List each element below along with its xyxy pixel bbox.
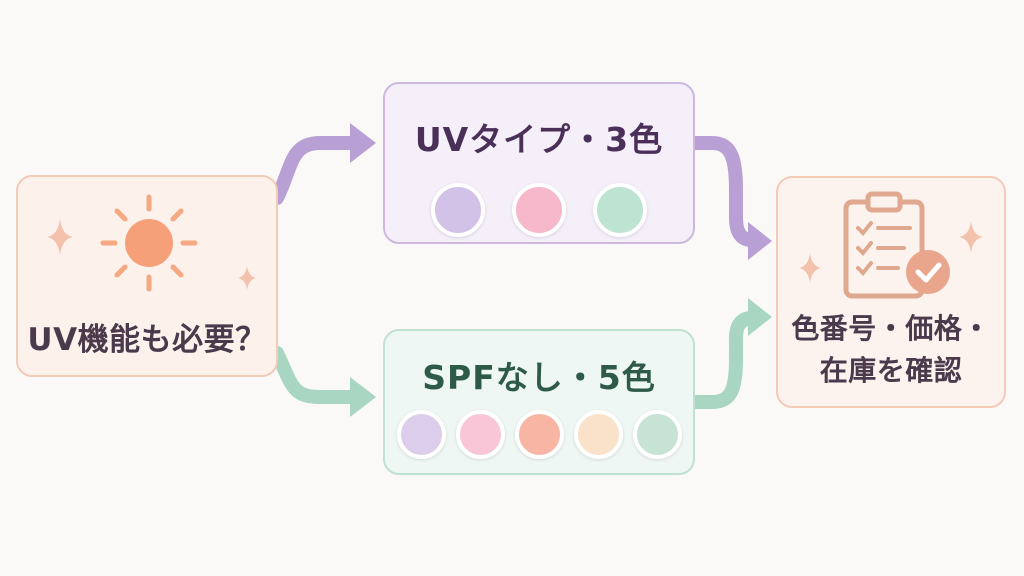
uv-type-title: UVタイプ・3色 bbox=[414, 120, 664, 159]
arrow-start-to-uv bbox=[270, 136, 357, 205]
clipboard-check-icon bbox=[843, 191, 950, 299]
arrow-start-to-spf-head bbox=[350, 377, 376, 417]
spf-color-swatches bbox=[396, 410, 682, 459]
color-swatch bbox=[396, 410, 446, 459]
no-spf-node: SPFなし・5色 bbox=[383, 329, 695, 475]
arrow-uv-to-result bbox=[687, 136, 759, 247]
result-label: 色番号・価格・ 在庫を確認 bbox=[778, 308, 1004, 392]
color-swatch bbox=[514, 410, 564, 459]
no-spf-title: SPFなし・5色 bbox=[422, 358, 656, 397]
sparkle-icon bbox=[959, 221, 983, 253]
sparkle-icon bbox=[47, 219, 73, 255]
color-swatch bbox=[573, 410, 623, 459]
uv-type-node: UVタイプ・3色 bbox=[383, 82, 695, 244]
sparkle-icon bbox=[238, 266, 256, 290]
color-swatch bbox=[593, 183, 647, 237]
result-label-line2: 在庫を確認 bbox=[819, 354, 963, 387]
question-label: UV機能も必要？ bbox=[27, 322, 267, 358]
arrow-start-to-uv-head bbox=[350, 123, 376, 163]
uv-color-swatches bbox=[431, 183, 647, 237]
color-swatch bbox=[512, 183, 566, 237]
result-label-line1: 色番号・価格・ bbox=[791, 312, 991, 345]
result-node: 色番号・価格・ 在庫を確認 bbox=[776, 176, 1006, 408]
arrow-start-to-spf bbox=[270, 346, 357, 404]
question-node: UV機能も必要？ bbox=[16, 175, 278, 377]
arrow-spf-to-result bbox=[687, 311, 759, 409]
sparkle-icon bbox=[799, 253, 821, 283]
arrow-uv-to-result-head bbox=[748, 222, 772, 260]
color-swatch bbox=[431, 183, 485, 237]
sun-icon bbox=[100, 194, 198, 292]
color-swatch bbox=[455, 410, 505, 459]
arrow-spf-to-result-head bbox=[748, 298, 772, 336]
color-swatch bbox=[632, 410, 682, 459]
